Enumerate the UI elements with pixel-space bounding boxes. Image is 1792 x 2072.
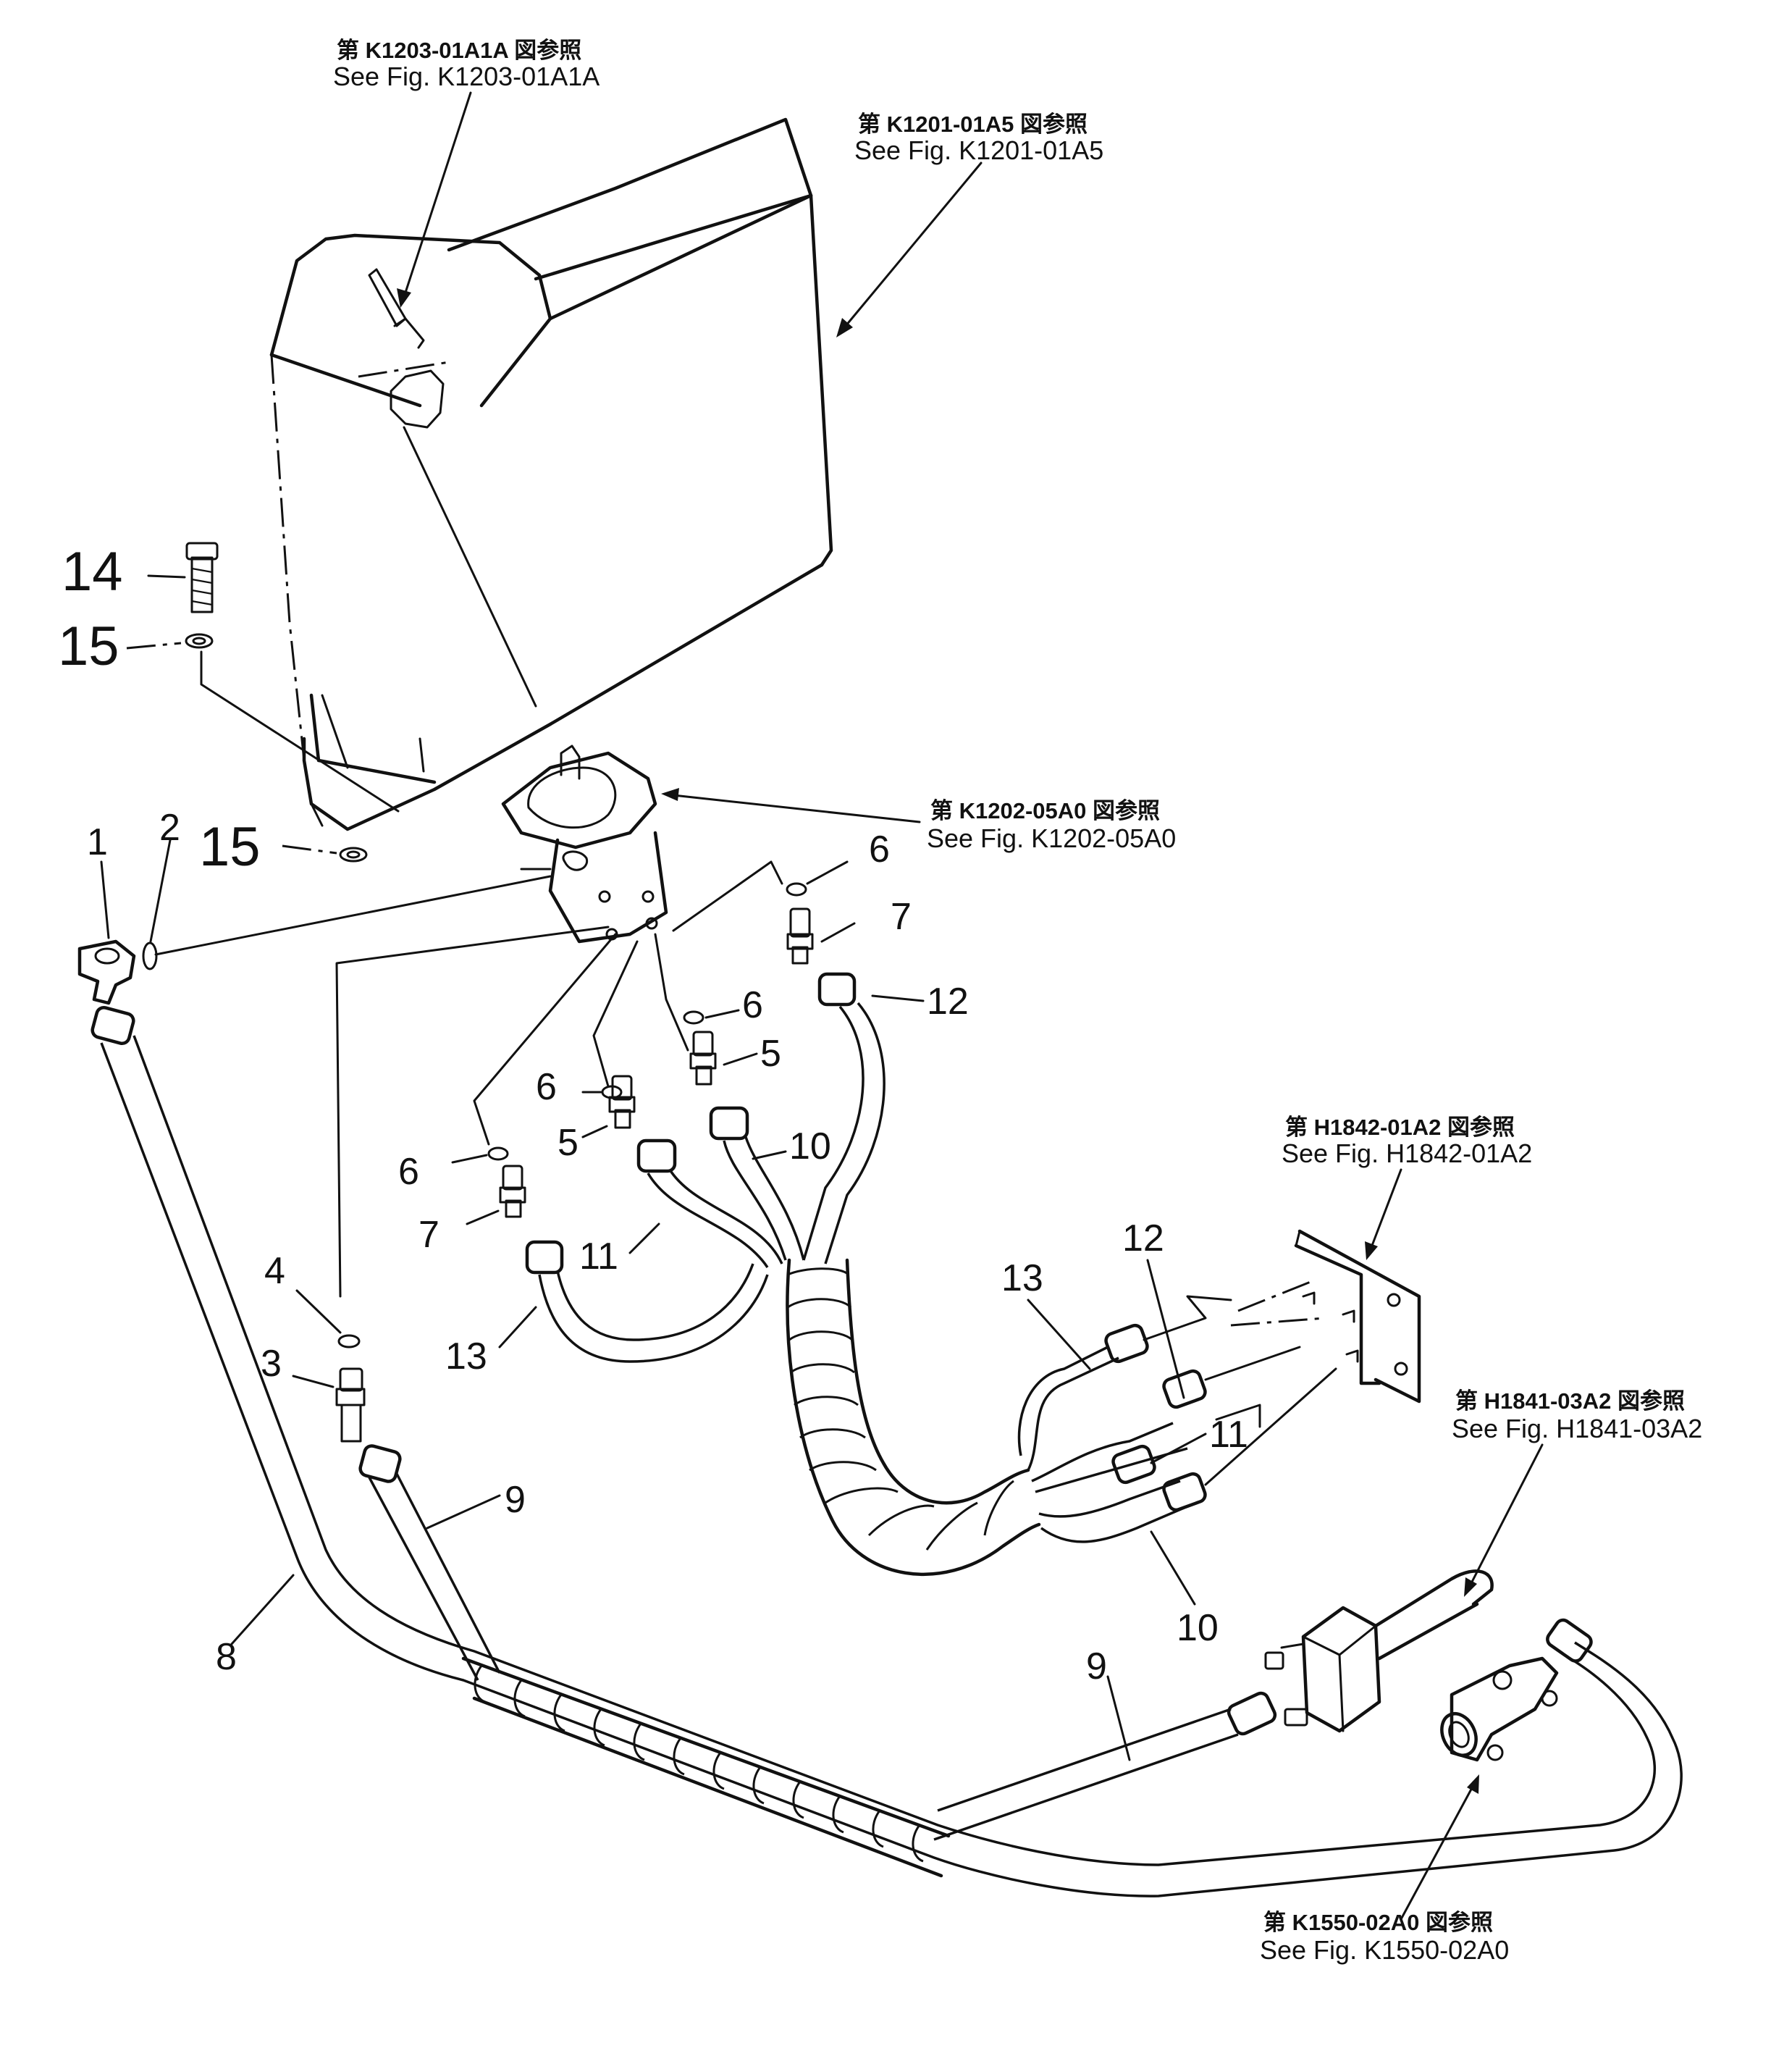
part-number-14: 14 xyxy=(62,541,123,603)
o-ring-2 xyxy=(142,839,172,970)
reference-h1841: 第 H1841-03A2 図参照 See Fig. H1841-03A2 xyxy=(1452,1388,1702,1443)
part-number-5b: 5 xyxy=(558,1122,579,1164)
valve-block xyxy=(1264,1569,1494,1733)
part-number-9a: 9 xyxy=(505,1479,526,1521)
part-number-labels: 1 2 3 4 5 5 6 6 6 6 7 7 8 9 9 10 10 11 1… xyxy=(58,541,1248,1687)
reference-h1841-en: See Fig. H1841-03A2 xyxy=(1452,1414,1702,1443)
part-number-4: 4 xyxy=(264,1250,285,1292)
reference-k1550: 第 K1550-02A0 図参照 See Fig. K1550-02A0 xyxy=(1260,1910,1509,1965)
hose-9 xyxy=(358,1444,1277,1841)
part-number-15a: 15 xyxy=(58,616,119,677)
reference-k1550-en: See Fig. K1550-02A0 xyxy=(1260,1935,1509,1965)
reference-k1550-jp: 第 K1550-02A0 図参照 xyxy=(1263,1910,1493,1935)
part-number-6b: 6 xyxy=(742,984,763,1026)
part-number-13b: 13 xyxy=(1001,1257,1043,1299)
part-number-7a: 7 xyxy=(891,896,912,938)
part-number-7b: 7 xyxy=(418,1214,439,1256)
part-number-3: 3 xyxy=(261,1343,282,1385)
part-number-11a: 11 xyxy=(579,1236,618,1278)
reference-leaders xyxy=(397,91,1544,1921)
reference-k1201: 第 K1201-01A5 図参照 See Fig. K1201-01A5 xyxy=(854,112,1103,165)
part-number-10a: 10 xyxy=(789,1125,831,1167)
control-box xyxy=(269,117,833,831)
part-number-15b: 15 xyxy=(199,816,261,878)
reference-h1842-en: See Fig. H1842-01A2 xyxy=(1282,1138,1532,1168)
reference-h1842-jp: 第 H1842-01A2 図参照 xyxy=(1285,1115,1515,1140)
reference-k1201-jp: 第 K1201-01A5 図参照 xyxy=(858,112,1088,137)
reference-k1202-en: See Fig. K1202-05A0 xyxy=(927,823,1176,853)
tee-fitting xyxy=(1440,1656,1559,1762)
reference-k1202: 第 K1202-05A0 図参照 See Fig. K1202-05A0 xyxy=(927,798,1176,853)
hose-bundle-10-13 xyxy=(525,972,1337,1576)
part-number-11b: 11 xyxy=(1209,1414,1248,1456)
part-number-10b: 10 xyxy=(1177,1607,1219,1649)
reference-k1203-en: See Fig. K1203-01A1A xyxy=(333,62,600,91)
fitting-3 xyxy=(292,1367,366,1443)
reference-h1842: 第 H1842-01A2 図参照 See Fig. H1842-01A2 xyxy=(1282,1115,1532,1168)
part-number-6a: 6 xyxy=(869,829,890,871)
part-number-13a: 13 xyxy=(445,1335,487,1377)
part-number-12a: 12 xyxy=(927,981,969,1023)
part-number-6d: 6 xyxy=(398,1151,419,1193)
part-number-8: 8 xyxy=(216,1636,237,1678)
part-number-9b: 9 xyxy=(1086,1645,1107,1687)
part-number-2: 2 xyxy=(159,807,180,849)
part-number-1: 1 xyxy=(87,821,108,863)
port-leaders xyxy=(154,860,783,1298)
hose-8 xyxy=(91,1005,1683,1897)
part-number-12b: 12 xyxy=(1122,1217,1164,1259)
o-rings-6 xyxy=(451,860,849,1164)
o-ring-4 xyxy=(295,1289,361,1349)
part-number-5a: 5 xyxy=(760,1033,781,1075)
reference-k1203-jp: 第 K1203-01A1A 図参照 xyxy=(337,38,581,63)
reference-h1841-jp: 第 H1841-03A2 図参照 xyxy=(1455,1388,1685,1414)
bolt-14 xyxy=(147,542,219,613)
label-leaders xyxy=(498,994,1207,1606)
fittings-5-7 xyxy=(466,907,856,1225)
reference-k1203: 第 K1203-01A1A 図参照 See Fig. K1203-01A1A xyxy=(333,38,600,91)
elbow-fitting-1 xyxy=(77,860,136,1005)
reference-k1202-jp: 第 K1202-05A0 図参照 xyxy=(930,798,1160,823)
part-number-6c: 6 xyxy=(536,1066,557,1108)
washer-15 xyxy=(126,633,400,863)
pilot-valve xyxy=(501,745,668,944)
reference-k1201-en: See Fig. K1201-01A5 xyxy=(854,135,1103,165)
mounting-plate xyxy=(1294,1229,1421,1404)
spiral-wrap-lower xyxy=(461,1656,951,1878)
